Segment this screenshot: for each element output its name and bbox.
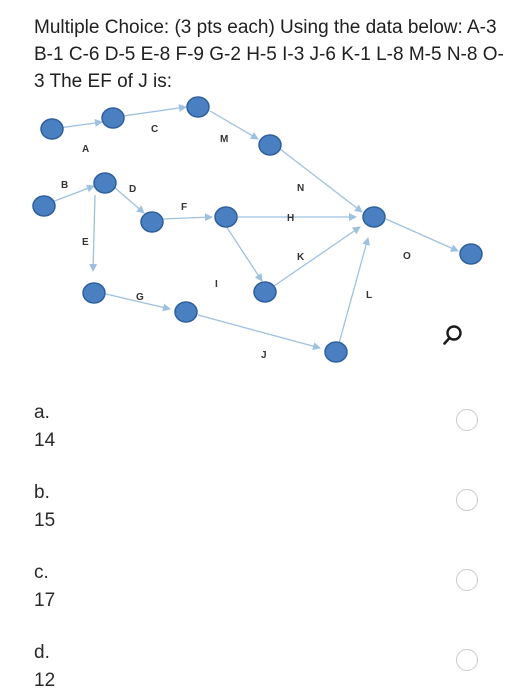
option-value: 17 bbox=[34, 590, 56, 611]
node-14 bbox=[324, 341, 348, 363]
edge-l bbox=[337, 237, 370, 348]
node-5 bbox=[32, 195, 56, 217]
network-labels: A C M B D N F H E K O I G L J bbox=[61, 124, 411, 361]
option-letter: b. bbox=[34, 482, 50, 503]
question-text: Multiple Choice: (3 pts each) Using the … bbox=[34, 17, 504, 92]
node-6 bbox=[93, 172, 117, 194]
option-value: 15 bbox=[34, 510, 56, 531]
label-l: L bbox=[366, 290, 372, 301]
label-o: O bbox=[403, 251, 411, 262]
option-d[interactable]: d. 12 bbox=[34, 641, 494, 699]
label-g: G bbox=[136, 292, 144, 303]
edge-j bbox=[197, 314, 321, 351]
node-12 bbox=[253, 281, 277, 303]
node-11 bbox=[82, 282, 106, 304]
option-a[interactable]: a. 14 bbox=[34, 401, 494, 459]
node-2 bbox=[101, 107, 125, 129]
label-h: H bbox=[287, 213, 294, 224]
edge-g bbox=[105, 293, 171, 312]
option-letter: c. bbox=[34, 562, 49, 583]
edge-k bbox=[273, 226, 361, 287]
edge-c bbox=[115, 104, 187, 118]
label-f: F bbox=[181, 202, 187, 213]
option-letter: d. bbox=[34, 642, 50, 663]
node-13 bbox=[174, 301, 198, 323]
edge-m bbox=[209, 110, 259, 140]
edge-b bbox=[51, 184, 95, 203]
option-value: 14 bbox=[34, 430, 56, 451]
search-icon[interactable] bbox=[441, 322, 467, 348]
node-10 bbox=[459, 243, 483, 265]
radio-button[interactable] bbox=[456, 409, 478, 431]
label-n: N bbox=[297, 183, 304, 194]
label-m: M bbox=[220, 134, 228, 145]
node-7 bbox=[140, 211, 164, 233]
network-nodes bbox=[32, 96, 483, 363]
edge-e bbox=[89, 194, 98, 272]
node-9 bbox=[362, 206, 386, 228]
label-i: I bbox=[215, 279, 218, 290]
label-j: J bbox=[261, 350, 267, 361]
option-letter: a. bbox=[34, 402, 50, 423]
option-c[interactable]: c. 17 bbox=[34, 561, 494, 619]
node-8 bbox=[214, 206, 238, 228]
label-k: K bbox=[297, 252, 305, 263]
node-4 bbox=[258, 134, 282, 156]
label-c: C bbox=[151, 124, 158, 135]
edge-o bbox=[385, 218, 459, 252]
network-edges bbox=[51, 104, 459, 351]
label-e: E bbox=[82, 237, 89, 248]
radio-button[interactable] bbox=[456, 489, 478, 511]
label-d: D bbox=[129, 184, 136, 195]
label-a: A bbox=[82, 144, 89, 155]
edge-f bbox=[161, 213, 213, 222]
node-1 bbox=[40, 118, 64, 140]
edge-i bbox=[225, 225, 263, 282]
option-value: 12 bbox=[34, 670, 56, 691]
edge-d bbox=[113, 186, 145, 214]
radio-button[interactable] bbox=[456, 649, 478, 671]
edge-n bbox=[279, 148, 363, 213]
activity-network-diagram: A C M B D N F H E K O I G L J bbox=[32, 96, 483, 363]
label-b: B bbox=[61, 180, 68, 191]
radio-button[interactable] bbox=[456, 569, 478, 591]
option-b[interactable]: b. 15 bbox=[34, 481, 494, 539]
node-3 bbox=[186, 96, 210, 118]
